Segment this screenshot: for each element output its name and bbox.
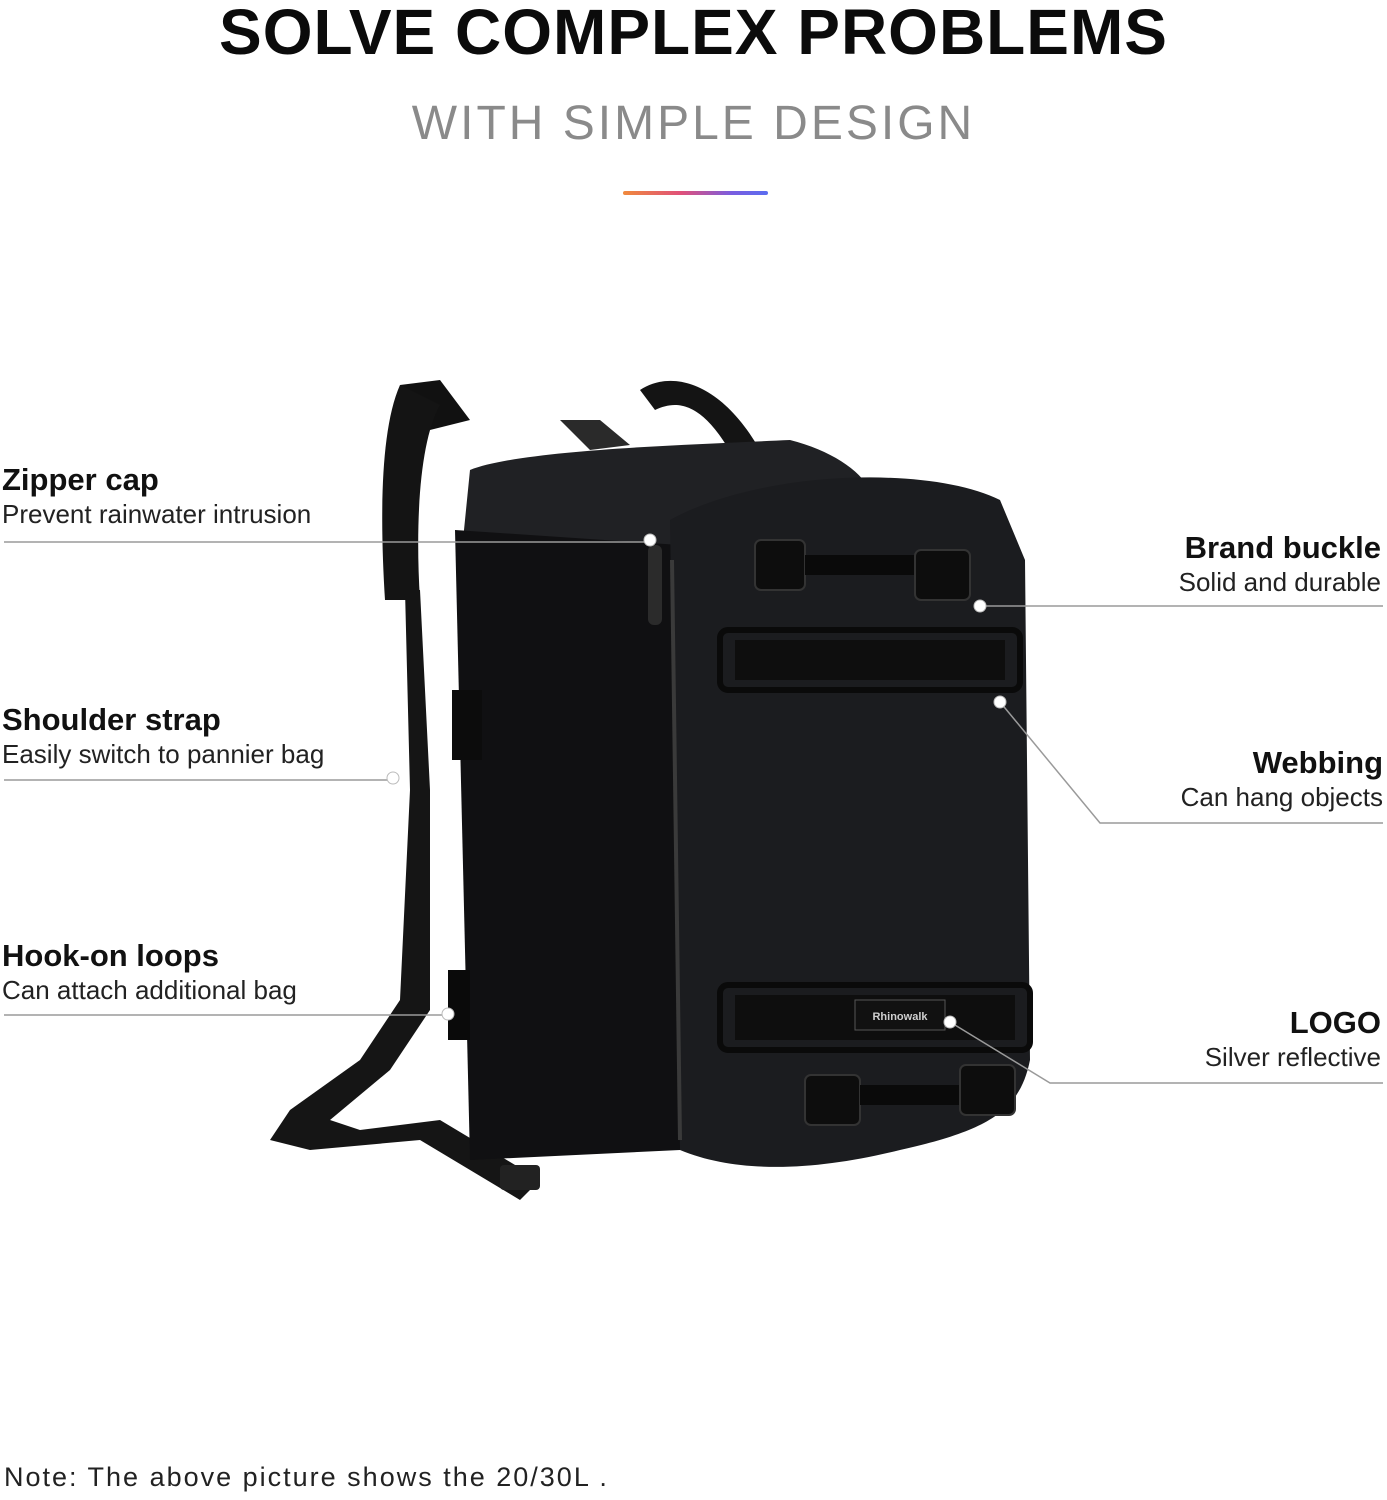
footnote: Note: The above picture shows the 20/30L… xyxy=(4,1462,609,1492)
callout-description: Can attach additional bag xyxy=(2,975,297,1005)
brand-buckle-graphic xyxy=(754,539,971,601)
callout-hook-on-loops: Hook-on loops Can attach additional bag xyxy=(2,938,297,1006)
hook-on-loop-graphic xyxy=(448,970,470,1040)
callout-shoulder-strap: Shoulder strap Easily switch to pannier … xyxy=(2,702,324,770)
callout-heading: Brand buckle xyxy=(1184,530,1381,565)
callout-description: Can hang objects xyxy=(1180,782,1383,812)
top-handle-graphic xyxy=(640,380,760,460)
webbing-lower-graphic: Rhinowalk xyxy=(717,982,1033,1053)
callout-heading: Webbing xyxy=(1252,745,1383,780)
callout-heading: LOGO xyxy=(1289,1005,1381,1040)
callout-heading: Shoulder strap xyxy=(2,702,221,737)
webbing-upper-graphic xyxy=(717,627,1023,693)
zipper-line xyxy=(670,559,682,1141)
callout-description: Solid and durable xyxy=(1178,567,1381,597)
accent-divider xyxy=(623,191,768,195)
callout-heading: Zipper cap xyxy=(2,462,159,497)
lower-buckle-graphic xyxy=(804,1064,1016,1126)
callout-description: Silver reflective xyxy=(1204,1042,1381,1072)
bag-side-panel xyxy=(455,530,680,1160)
bag-front-panel xyxy=(670,477,1030,1167)
shoulder-strap-graphic xyxy=(270,380,540,1200)
callout-brand-buckle: Brand buckle Solid and durable xyxy=(1179,530,1381,598)
callout-webbing: Webbing Can hang objects xyxy=(1181,745,1383,813)
leader-lines xyxy=(4,541,1383,1084)
callout-markers xyxy=(386,533,1007,1029)
callout-logo: LOGO Silver reflective xyxy=(1205,1005,1381,1073)
page-subtitle: WITH SIMPLE DESIGN xyxy=(411,97,976,150)
callout-heading: Hook-on loops xyxy=(2,938,219,973)
callout-description: Easily switch to pannier bag xyxy=(2,739,325,769)
page-title: SOLVE COMPLEX PROBLEMS xyxy=(219,0,1168,68)
callout-description: Prevent rainwater intrusion xyxy=(2,499,312,529)
product-logo-text: Rhinowalk xyxy=(872,1011,928,1023)
callout-zipper-cap: Zipper cap Prevent rainwater intrusion xyxy=(2,462,311,530)
zipper-pull xyxy=(648,545,662,625)
